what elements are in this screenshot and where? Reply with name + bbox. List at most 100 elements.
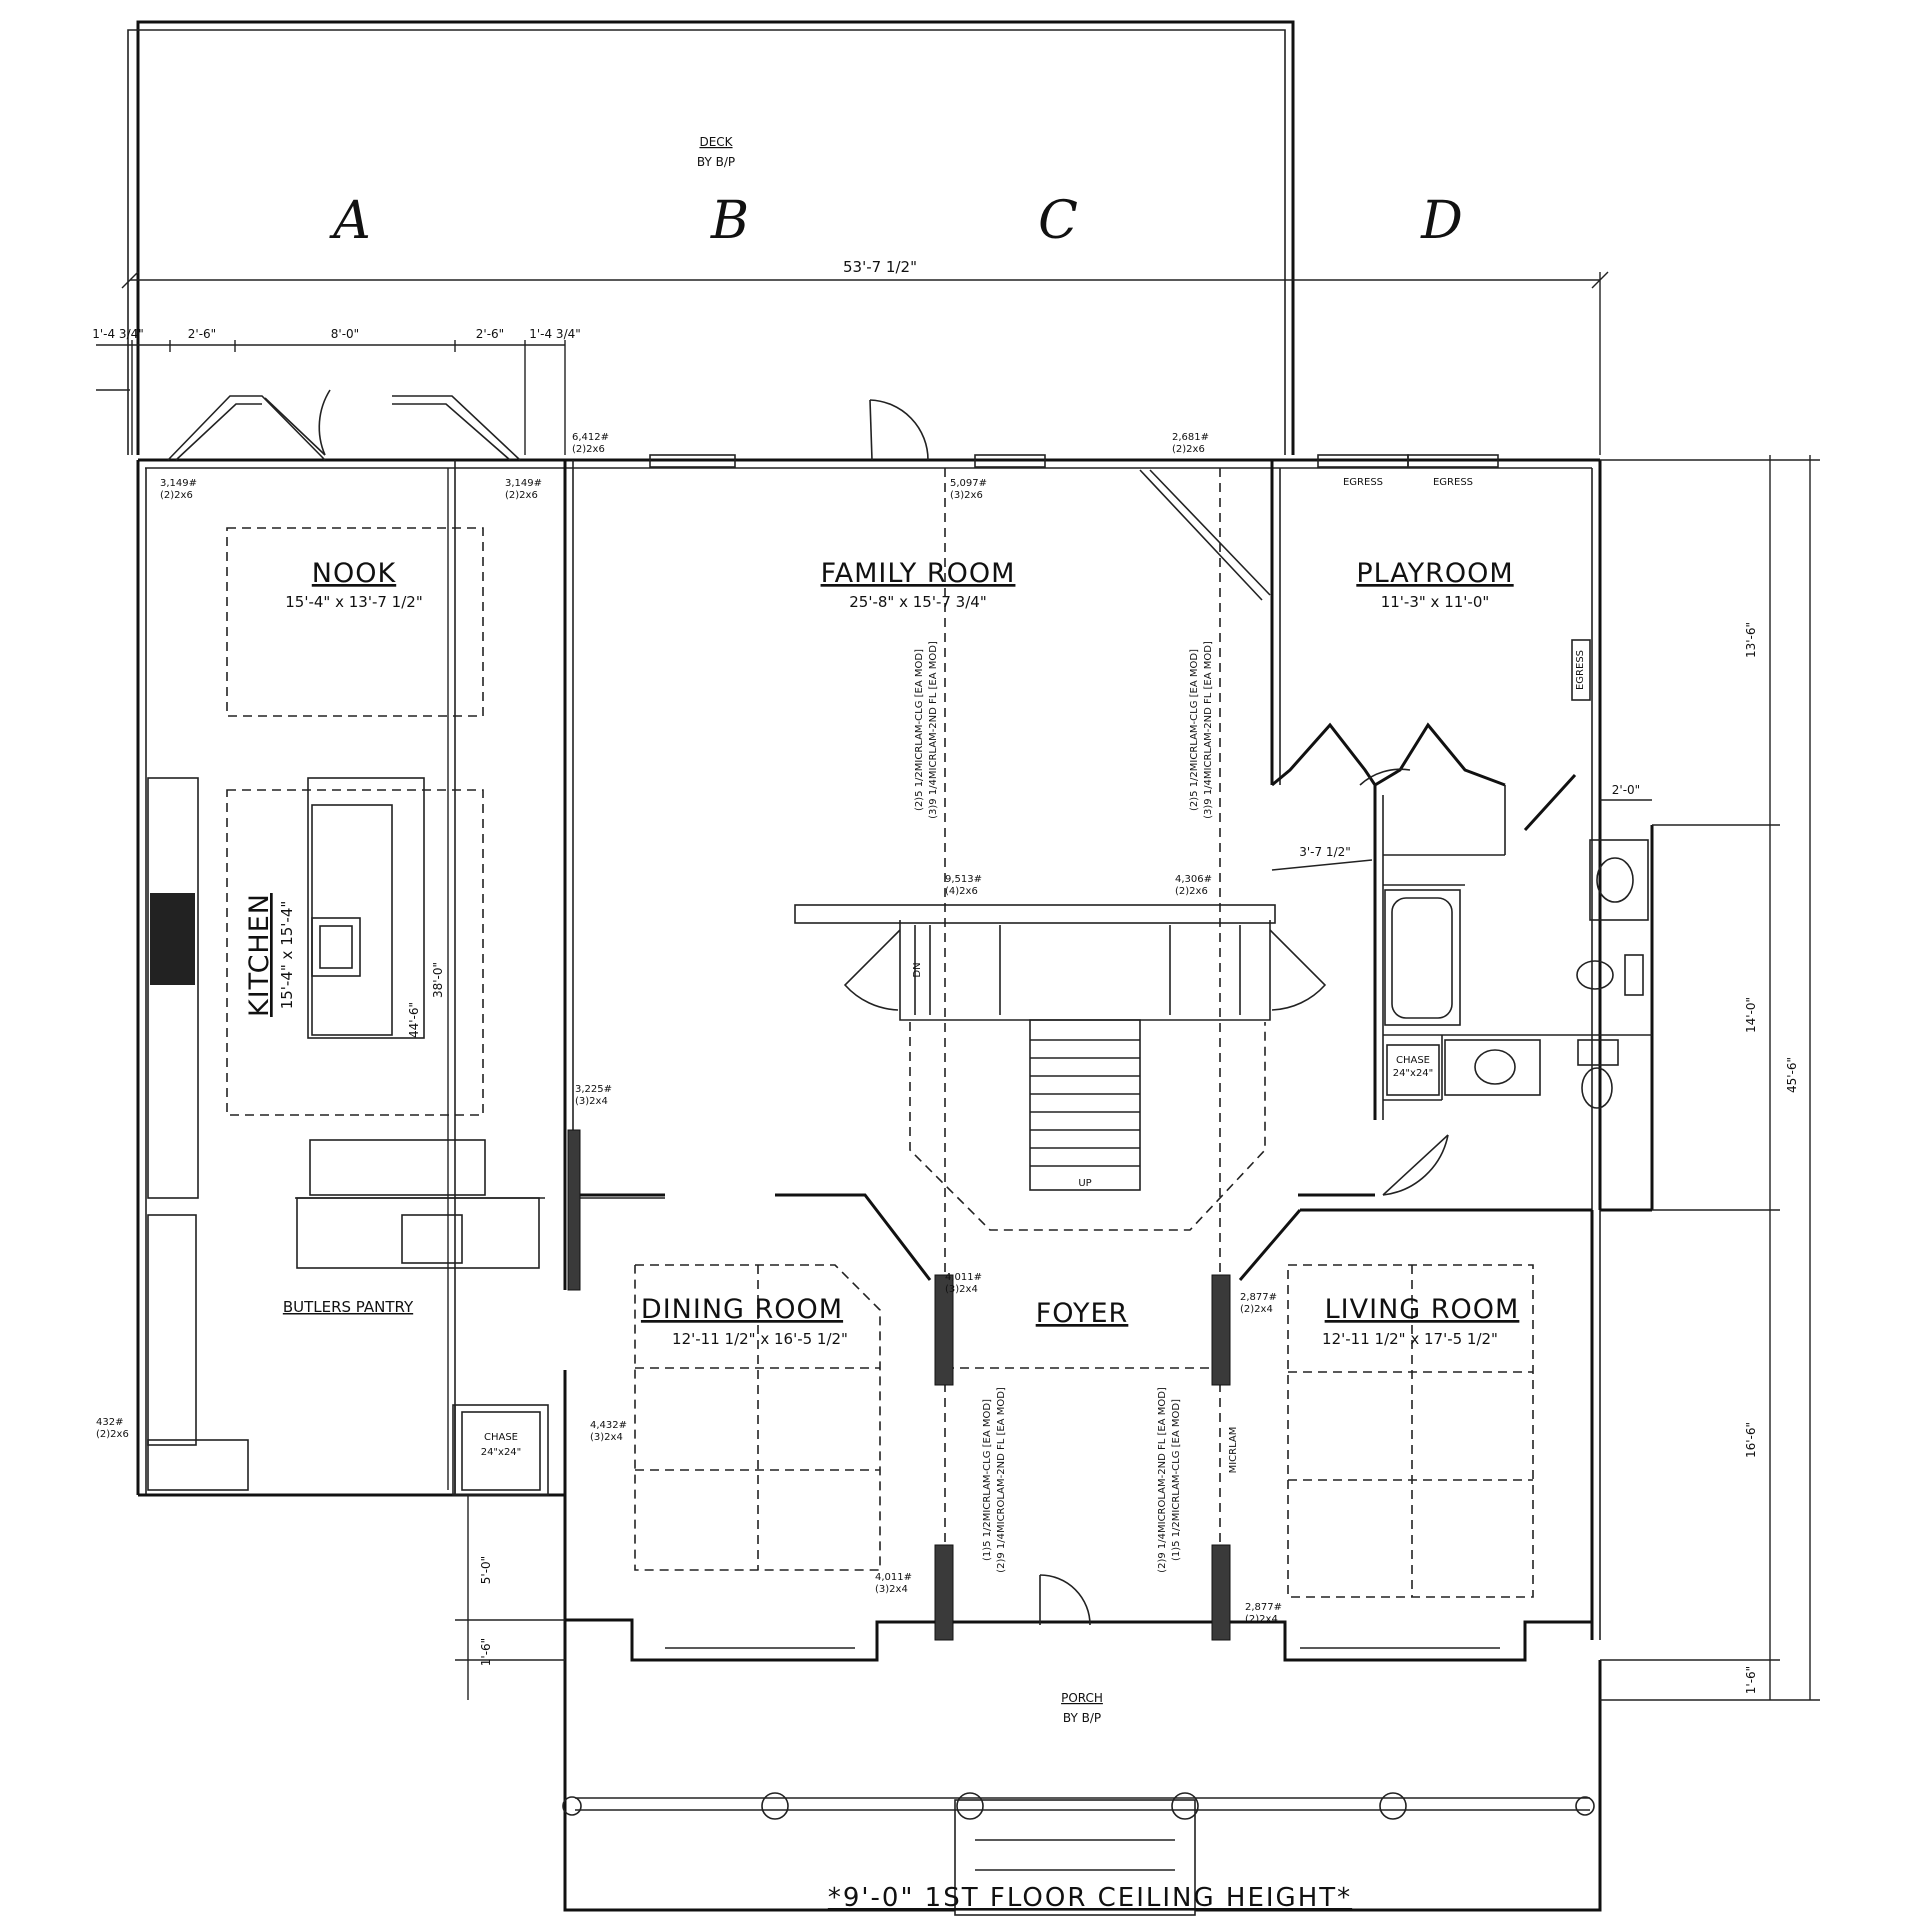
right-dim-14-0: 14'-0" — [1744, 997, 1758, 1033]
family-room-size: 25'-8" x 15'-7 3/4" — [849, 593, 986, 611]
headers — [567, 1129, 1231, 1641]
porch-label: PORCH — [1061, 1691, 1103, 1705]
bath-dim-2-0: 2'-0" — [1612, 783, 1640, 797]
note-432: 432# — [96, 1417, 123, 1428]
note-4011-b-spec: (3)2x4 — [875, 1584, 908, 1595]
note-2681-spec: (2)2x6 — [1172, 444, 1205, 455]
deck-sub-label: BY B/P — [697, 155, 735, 169]
note-432-spec: (2)2x6 — [96, 1429, 129, 1440]
overall-width-label: 53'-7 1/2" — [843, 258, 917, 276]
porch-column — [956, 1792, 984, 1820]
note-2877-b: 2,877# — [1245, 1602, 1282, 1613]
porch-column — [562, 1796, 582, 1816]
note-4432-spec: (3)2x4 — [590, 1432, 623, 1443]
foyer: FOYER (1)5 1/2MICRLAM-CLG [EA MOD] (2)9 … — [945, 1298, 1239, 1573]
section-letter-b: B — [710, 191, 749, 251]
nook: NOOK 15'-4" x 13'-7 1/2" — [226, 527, 484, 717]
note-3149-b-spec: (2)2x6 — [505, 490, 538, 501]
overall-width-dimension: 53'-7 1/2" — [121, 258, 1609, 455]
bath-chase-size: 24"x24" — [1393, 1068, 1434, 1079]
foyer-beam-label-1: (1)5 1/2MICRLAM-CLG [EA MOD] — [982, 1399, 993, 1561]
dim-8-0: 8'-0" — [331, 327, 359, 341]
porch: PORCH BY B/P — [562, 1620, 1602, 1916]
beam-label-left-2: (3)9 1/4MICRLAM-2ND FL [EA MOD] — [928, 641, 939, 819]
left-dim-38-0: 38'-0" — [431, 962, 445, 998]
family-room-name: FAMILY ROOM — [821, 558, 1016, 589]
dining-room-name: DINING ROOM — [641, 1294, 843, 1325]
nook-name: NOOK — [312, 558, 397, 589]
note-4011-spec: (3)2x4 — [945, 1284, 978, 1295]
deck: DECK BY B/P — [127, 20, 1295, 455]
right-dim-16-6: 16'-6" — [1744, 1422, 1758, 1458]
north-windows: EGRESS EGRESS — [649, 399, 1499, 601]
note-2681: 2,681# — [1172, 432, 1209, 443]
playroom-name: PLAYROOM — [1356, 558, 1513, 589]
top-left-dimensions: 1'-4 3/4" 2'-6" 8'-0" 2'-6" 1'-4 3/4" — [92, 327, 581, 455]
note-2877-spec: (2)2x4 — [1240, 1304, 1273, 1315]
butlers-pantry-label: BUTLERS PANTRY — [283, 1298, 414, 1316]
foyer-name: FOYER — [1036, 1298, 1129, 1329]
left-dimensions: 44'-6" 38'-0" 5'-0" 1'-6" — [407, 468, 565, 1700]
note-3149-b: 3,149# — [505, 478, 542, 489]
right-dim-1-6: 1'-6" — [1744, 1666, 1758, 1694]
note-4011-b: 4,011# — [875, 1572, 912, 1583]
dim-2-6-right: 2'-6" — [476, 327, 504, 341]
foyer-beam-label-4: (1)5 1/2MICRLAM-CLG [EA MOD] — [1171, 1399, 1182, 1561]
right-dimensions: 13'-6" 14'-0" 16'-6" 1'-6" 45'-6" — [1600, 455, 1820, 1701]
note-3225: 3,225# — [575, 1084, 612, 1095]
foyer-beam-label-5: MICRLAM — [1228, 1427, 1239, 1474]
left-dim-44-6: 44'-6" — [407, 1002, 421, 1038]
living-room-name: LIVING ROOM — [1325, 1294, 1520, 1325]
beam-label-right-1: (2)5 1/2MICRLAM-CLG [EA MOD] — [1189, 649, 1200, 811]
dim-2-6-left: 2'-6" — [188, 327, 216, 341]
note-6412: 6,412# — [572, 432, 609, 443]
bath-dim-3-7: 3'-7 1/2" — [1299, 845, 1351, 859]
egress-label-2: EGRESS — [1433, 477, 1473, 488]
stair-up-label: UP — [1078, 1178, 1091, 1189]
porch-column — [1171, 1792, 1199, 1820]
egress-label-1: EGRESS — [1343, 477, 1383, 488]
stair-treads — [914, 925, 1241, 1167]
dim-1-4-3-4-right: 1'-4 3/4" — [529, 327, 581, 341]
left-dim-1-6: 1'-6" — [479, 1638, 493, 1666]
living-room-size: 12'-11 1/2" x 17'-5 1/2" — [1322, 1330, 1498, 1348]
note-4306-spec: (2)2x6 — [1175, 886, 1208, 897]
section-letter-d: D — [1420, 191, 1463, 251]
pantry-chase-size: 24"x24" — [481, 1447, 522, 1458]
section-letter-a: A — [329, 191, 371, 251]
deck-label: DECK — [699, 135, 733, 149]
note-4306: 4,306# — [1175, 874, 1212, 885]
section-letter-c: C — [1038, 191, 1078, 251]
egress-label-3: EGRESS — [1575, 650, 1586, 690]
beam-label-right-2: (3)9 1/4MICRLAM-2ND FL [EA MOD] — [1203, 641, 1214, 819]
family-room: FAMILY ROOM 25'-8" x 15'-7 3/4" (2)5 1/2… — [821, 468, 1221, 1640]
porch-column — [1379, 1792, 1407, 1820]
stair: UP DN — [794, 904, 1327, 1231]
dim-1-4-3-4-left: 1'-4 3/4" — [92, 327, 144, 341]
bath-chase — [1386, 1044, 1440, 1096]
note-4011: 4,011# — [945, 1272, 982, 1283]
note-4432: 4,432# — [590, 1420, 627, 1431]
pantry-chase-label: CHASE — [484, 1432, 518, 1443]
ceiling-height-note: *9'-0" 1ST FLOOR CEILING HEIGHT* — [828, 1883, 1352, 1913]
kitchen-size: 15'-4" x 15'-4" — [278, 901, 296, 1010]
kitchen-name: KITCHEN — [244, 893, 275, 1017]
exterior-walls — [136, 389, 1654, 1640]
beam-label-left-1: (2)5 1/2MICRLAM-CLG [EA MOD] — [914, 649, 925, 811]
left-dim-5-0: 5'-0" — [479, 1556, 493, 1584]
note-2877-b-spec: (2)2x4 — [1245, 1614, 1278, 1625]
bath: CHASE 24"x24" 3'-7 1/2" 2'-0" — [1271, 783, 1652, 1109]
pantry-chase: CHASE 24"x24" — [461, 1411, 541, 1491]
note-5097-spec: (3)2x6 — [950, 490, 983, 501]
note-9513: 9,513# — [945, 874, 982, 885]
note-5097: 5,097# — [950, 478, 987, 489]
interior-walls — [452, 460, 1652, 1662]
playroom: PLAYROOM 11'-3" x 11'-0" EGRESS — [1356, 558, 1591, 701]
note-3149: 3,149# — [160, 478, 197, 489]
playroom-size: 11'-3" x 11'-0" — [1381, 593, 1490, 611]
note-3225-spec: (3)2x4 — [575, 1096, 608, 1107]
note-6412-spec: (2)2x6 — [572, 444, 605, 455]
bath-chase-label: CHASE — [1396, 1055, 1430, 1066]
kitchen: KITCHEN 15'-4" x 15'-4" BUTLERS PANTRY — [147, 777, 665, 1491]
dining-room: DINING ROOM 12'-11 1/2" x 16'-5 1/2" — [634, 1264, 881, 1571]
